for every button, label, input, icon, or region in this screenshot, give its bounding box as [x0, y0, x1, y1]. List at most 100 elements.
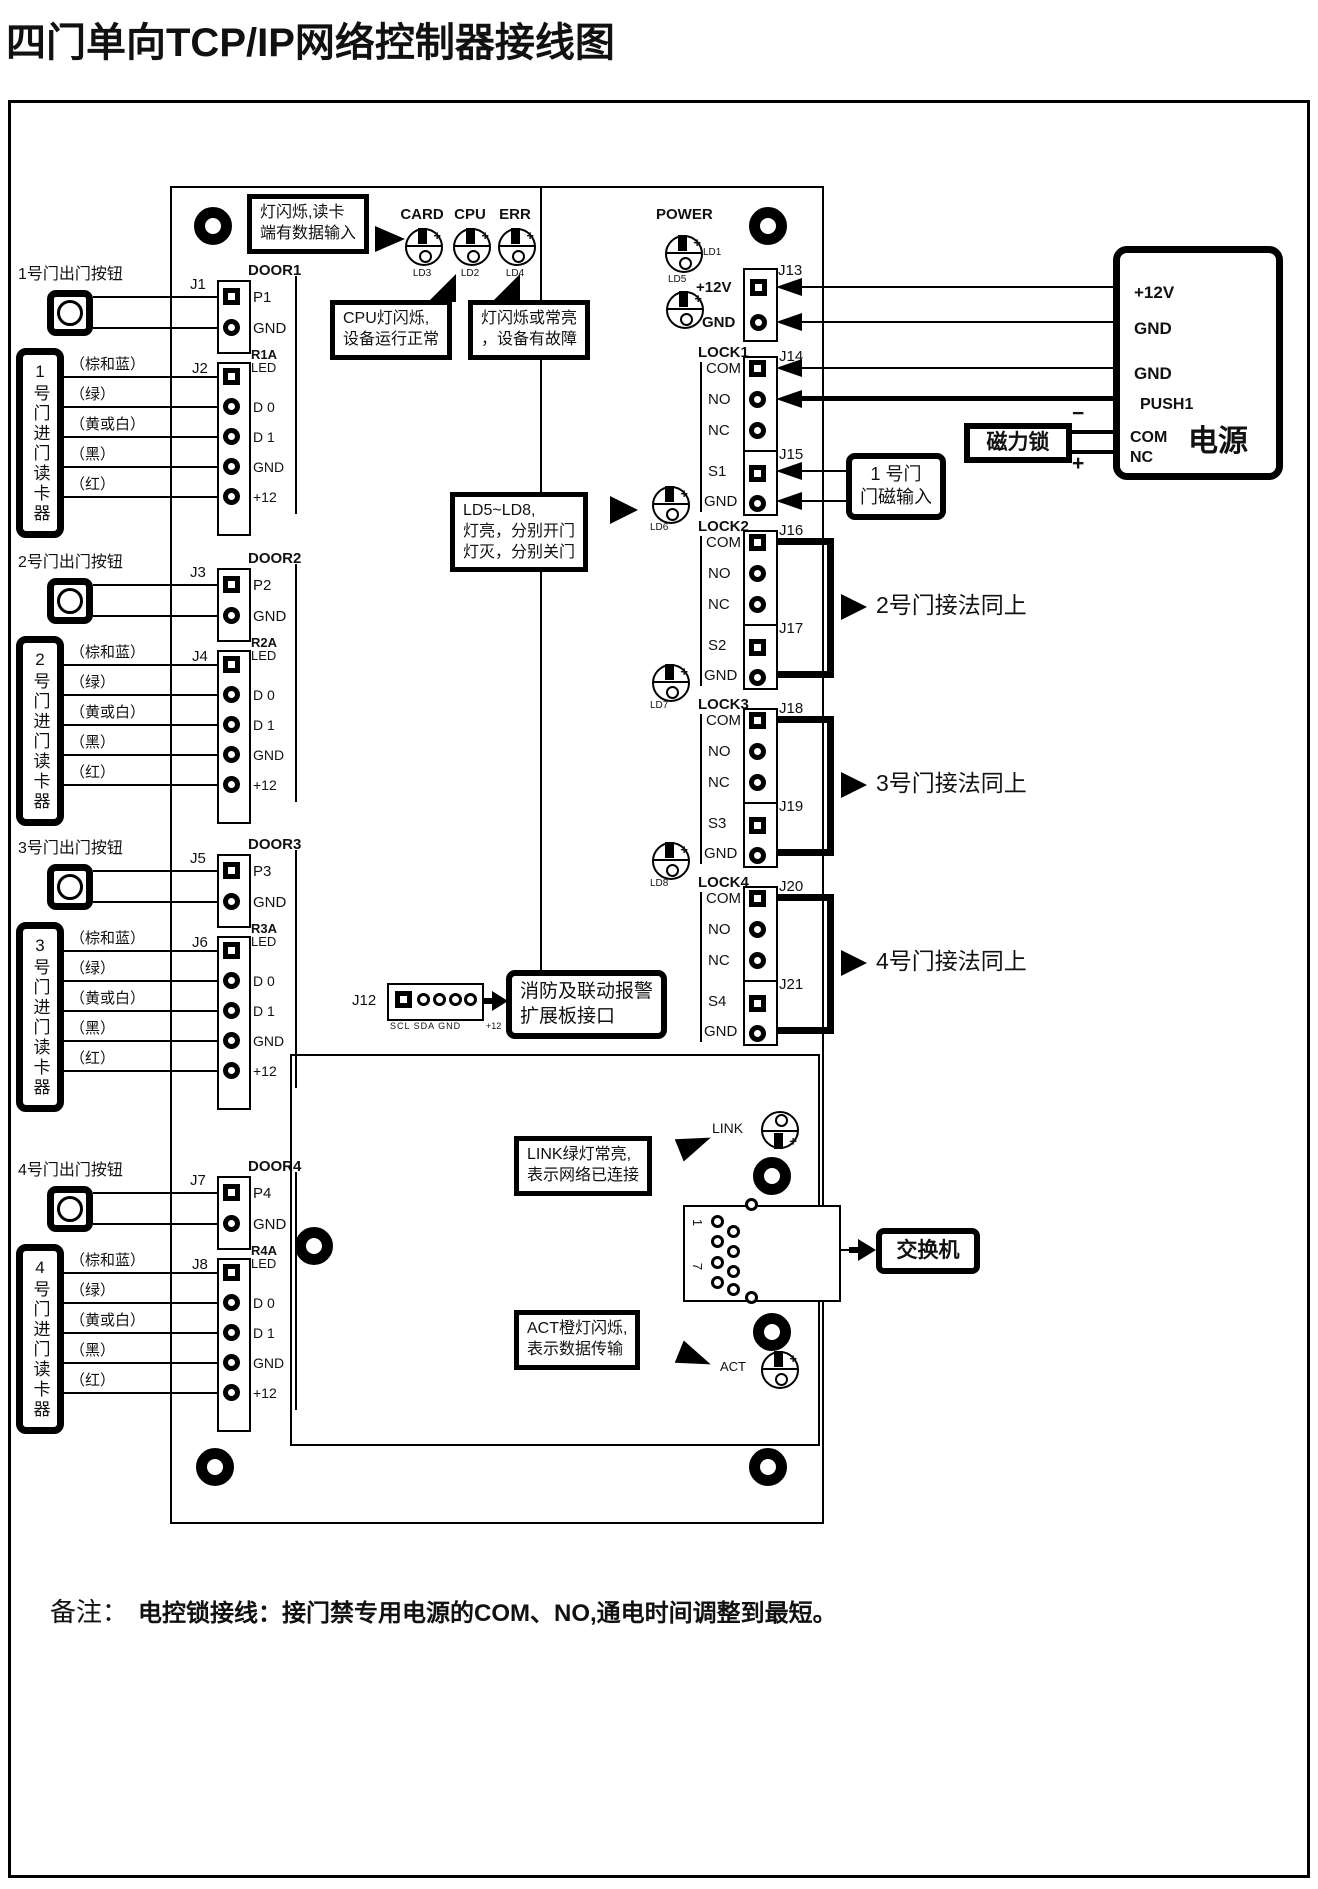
note-prefix: 备注：	[50, 1597, 129, 1627]
led-name-label: CPU	[454, 206, 486, 223]
pin-label: GND	[253, 459, 285, 475]
arrow-right-icon	[841, 594, 867, 620]
bracket-line	[700, 362, 702, 512]
connector-ref: J7	[190, 1172, 206, 1189]
pin-label: COM	[706, 890, 741, 907]
psu-pin-label: PUSH1	[1140, 396, 1194, 413]
wire	[64, 436, 217, 438]
pin-label: P4	[253, 1185, 272, 1202]
wire	[800, 286, 1117, 288]
psu-title: 电源	[1188, 425, 1248, 458]
callout-line: 门磁输入	[860, 487, 932, 508]
led-name-label: CARD	[400, 206, 444, 223]
pin-square-icon	[749, 890, 766, 907]
wire	[64, 784, 217, 786]
power-led-icon: +	[665, 235, 703, 273]
pin-round-icon	[223, 607, 240, 624]
wire-color-label: （黑）	[70, 734, 116, 751]
pin-round-icon	[223, 319, 240, 336]
pin-label: GND	[253, 1033, 285, 1049]
wire	[800, 367, 1117, 369]
status-led: CARD + LD3	[400, 206, 443, 279]
wire	[64, 1392, 217, 1394]
pin-label: LED	[251, 648, 277, 663]
wire-color-label: （红）	[70, 1372, 116, 1389]
wire-color-label: （红）	[70, 1050, 116, 1067]
bracket-line	[700, 536, 702, 686]
mounting-hole-icon	[196, 1448, 234, 1486]
mounting-hole-icon	[194, 207, 232, 245]
exit-button-label: 2号门出门按钮	[18, 554, 123, 571]
door-wiring-group: 4号门出门按钮 J7 DOOR4 P4 GND 4号门进门读卡器 （棕和蓝） （…	[8, 1158, 308, 1450]
door-group-label: DOOR4	[248, 1158, 302, 1175]
power-supply-box: +12V GND GND PUSH1 COM NC 电源	[1113, 246, 1283, 480]
lock-group-label: LOCK2	[698, 518, 749, 535]
pin-label: GND	[253, 1216, 287, 1233]
card-reader-label: 2号门进门读卡器	[30, 650, 50, 812]
pin-round-icon	[223, 428, 240, 445]
lock-group-label: LOCK3	[698, 696, 749, 713]
connector-ref: J13	[778, 262, 803, 279]
relay-ref-label: R4A	[251, 1243, 278, 1258]
connector-ref: J3	[190, 564, 206, 581]
pin-label: NO	[708, 565, 731, 582]
lock-sensor-connector	[743, 980, 778, 1046]
relay-ref-label: R1A	[251, 347, 278, 362]
connector-ref: J1	[190, 276, 206, 293]
pin-round-icon	[223, 716, 240, 733]
pin-label: LED	[251, 360, 277, 375]
pin-square-icon	[749, 639, 766, 656]
lock-relay-connector	[743, 708, 778, 807]
exit-push-button-icon	[47, 1186, 93, 1232]
wire-color-label: （黄或白）	[70, 990, 146, 1007]
pin-label: S2	[708, 637, 727, 654]
exit-push-button-icon	[47, 864, 93, 910]
connector-ref: J8	[192, 1256, 208, 1273]
pin-square-icon	[395, 991, 412, 1008]
pin-label: GND	[253, 894, 287, 911]
switch-box: 交换机	[876, 1228, 980, 1274]
pin-label: NC	[708, 422, 730, 439]
pin-label: +12	[253, 1063, 277, 1079]
pin-label: S4	[708, 993, 727, 1010]
pin-label: NC	[708, 596, 730, 613]
pin-square-icon	[223, 576, 240, 593]
pin-round-icon	[745, 1291, 758, 1304]
pin-round-icon	[727, 1225, 740, 1238]
lock-sensor-connector	[743, 624, 778, 690]
bracket-line	[700, 714, 702, 864]
connector-ref: J21	[779, 976, 804, 993]
wire-color-label: （棕和蓝）	[70, 356, 146, 373]
pin-label: GND	[253, 747, 285, 763]
exit-push-button-icon	[47, 290, 93, 336]
pin-round-icon	[223, 458, 240, 475]
card-reader-box: 2号门进门读卡器	[16, 636, 64, 826]
status-led-icon: +	[453, 228, 491, 266]
err-fault-callout: 灯闪烁或常亮 ，设备有故障	[468, 300, 591, 360]
door-reader-connector	[217, 362, 251, 536]
rj45-pin-number: 1	[690, 1218, 706, 1227]
pin-round-icon	[711, 1256, 724, 1269]
bracket-line	[295, 276, 297, 514]
pin-label: GND	[253, 608, 287, 625]
bracket-line	[295, 850, 297, 1088]
pin-label: GND	[253, 1355, 285, 1371]
led-name-label: ERR	[499, 206, 531, 223]
rj45-jack: 1 7	[683, 1198, 841, 1304]
link-led-icon: +	[761, 1111, 799, 1149]
pin-label: COM	[706, 360, 741, 377]
wire-thick	[1060, 430, 1116, 434]
pin-round-icon	[449, 993, 462, 1006]
wire	[800, 500, 848, 502]
callout-line: CPU灯闪烁,	[343, 310, 430, 327]
door-group-label: DOOR1	[248, 262, 302, 279]
wire	[64, 1302, 217, 1304]
door-button-connector	[217, 1176, 251, 1250]
callout-line: LINK绿灯常亮,	[527, 1146, 632, 1163]
same-as-above-bracket	[767, 894, 834, 1034]
pin-label: GND	[704, 845, 738, 862]
callout-pointer-icon	[492, 274, 520, 302]
pin-round-icon	[749, 847, 766, 864]
wire	[64, 406, 217, 408]
